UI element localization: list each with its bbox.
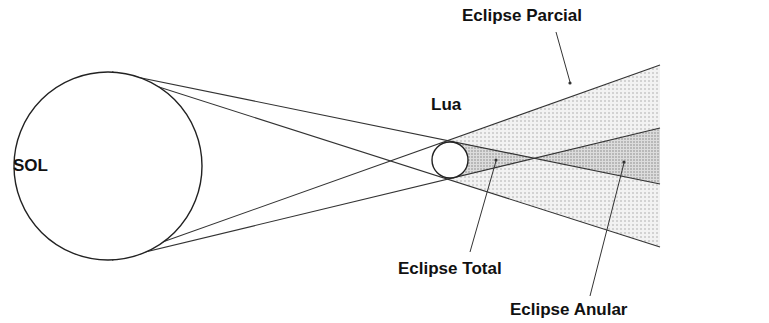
sun-label: SOL	[13, 156, 48, 176]
region-label: Eclipse Anular	[510, 300, 627, 320]
region-label: Eclipse Parcial	[462, 6, 582, 26]
leader-dot	[568, 81, 571, 84]
sun-circle: SOL	[13, 71, 203, 261]
moon-circle-shape	[432, 142, 468, 178]
moon-circle: Lua	[431, 141, 469, 179]
antumbra-region	[535, 128, 660, 184]
moon-circle-outline	[431, 141, 469, 179]
moon-label: Lua	[431, 95, 461, 115]
sun-circle-shape	[14, 72, 202, 260]
leader-dot	[622, 160, 625, 163]
leader-dot	[494, 158, 497, 161]
leader-line	[556, 32, 570, 82]
leader-line	[590, 163, 624, 296]
region-label: Eclipse Total	[398, 259, 502, 279]
leader-line	[470, 161, 496, 252]
penumbra-region	[445, 65, 660, 247]
